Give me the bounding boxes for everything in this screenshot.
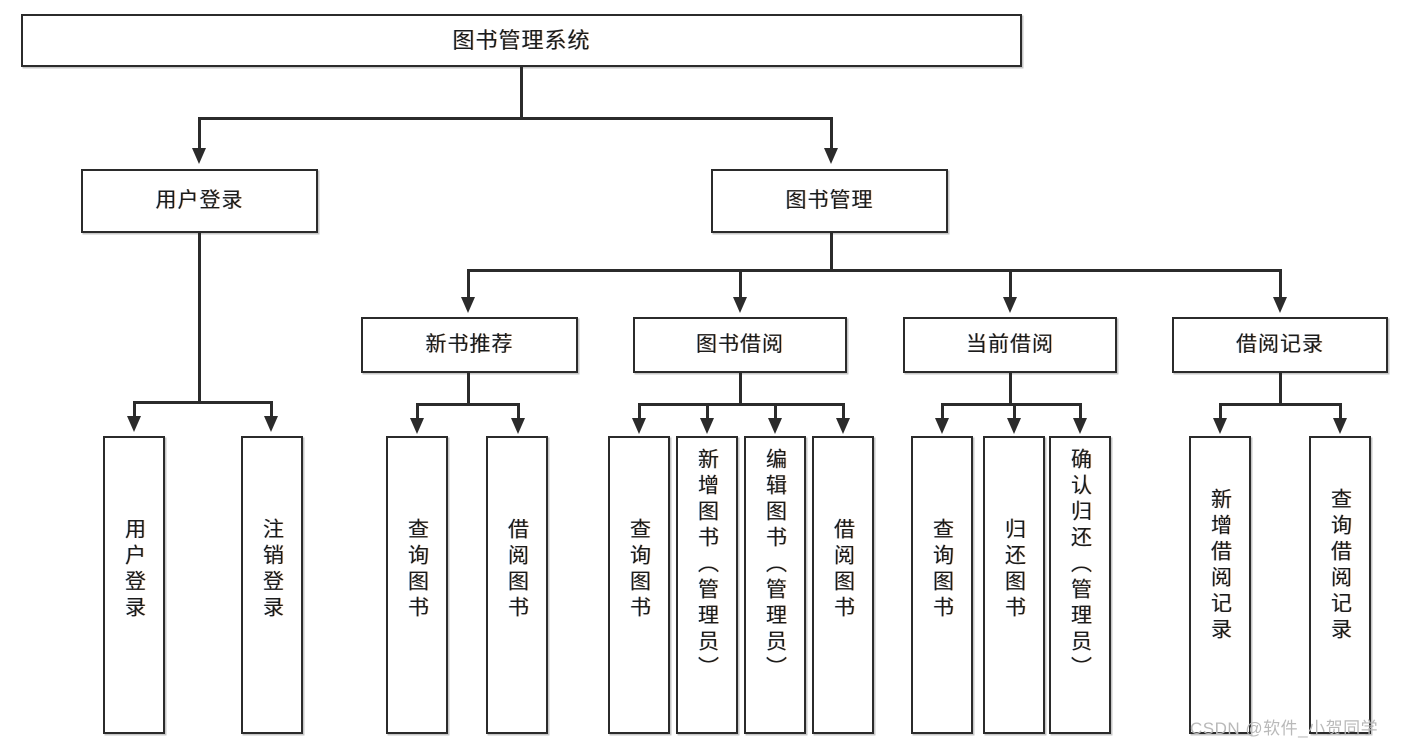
node-leaf-confirm-return-admin[interactable]: 确认归还（管理员）	[1049, 436, 1111, 734]
node-label: 图书管理系统	[452, 27, 591, 53]
node-leaf-add-borrow-record[interactable]: 新增借阅记录	[1189, 436, 1251, 734]
connector-book-borrow-to-edit	[774, 403, 777, 422]
node-label: 查询图书	[930, 518, 954, 622]
arrow-root-to-book-mgmt	[824, 148, 838, 164]
connector-current-to-return	[1013, 403, 1016, 422]
node-root-system[interactable]: 图书管理系统	[21, 14, 1022, 67]
connector-new-book-bus	[416, 403, 519, 406]
node-label: 借阅图书	[831, 518, 855, 622]
node-borrow-record[interactable]: 借阅记录	[1172, 317, 1388, 373]
node-new-book-recommend[interactable]: 新书推荐	[361, 317, 578, 373]
node-leaf-return-book[interactable]: 归还图书	[983, 436, 1045, 734]
connector-current-to-query	[941, 403, 944, 422]
connector-book-borrow-bus	[638, 403, 843, 406]
node-current-borrow[interactable]: 当前借阅	[903, 317, 1117, 373]
node-book-management[interactable]: 图书管理	[711, 169, 948, 233]
arrow-current-to-confirm	[1073, 418, 1087, 434]
connector-book-mgmt-stem	[830, 233, 833, 271]
connector-book-borrow-stem	[739, 373, 742, 405]
node-leaf-query-borrow-record[interactable]: 查询借阅记录	[1309, 436, 1371, 734]
connector-new-book-to-query	[416, 403, 419, 422]
arrow-book-borrow-to-query	[632, 418, 646, 434]
node-label: 图书管理	[785, 188, 874, 212]
node-label: 查询借阅记录	[1328, 488, 1352, 644]
connector-root-to-user-login	[198, 117, 201, 153]
node-label: 用户登录	[122, 518, 146, 622]
connector-book-mgmt-to-borrow	[739, 269, 742, 301]
connector-root-stem	[520, 67, 523, 118]
node-leaf-borrow-book-recommend[interactable]: 借阅图书	[486, 436, 548, 734]
connector-book-mgmt-to-new-book	[467, 269, 470, 301]
node-leaf-add-book-admin[interactable]: 新增图书（管理员）	[676, 436, 738, 734]
arrow-user-login-to-logout	[264, 416, 278, 432]
node-user-login[interactable]: 用户登录	[81, 169, 318, 233]
connector-user-login-to-login	[133, 401, 136, 420]
arrow-book-borrow-to-lend	[836, 418, 850, 434]
arrow-record-to-query	[1333, 418, 1347, 434]
connector-book-borrow-to-query	[638, 403, 641, 422]
node-label: 注销登录	[260, 518, 284, 622]
node-leaf-query-book-recommend[interactable]: 查询图书	[386, 436, 448, 734]
connector-user-login-bus	[133, 401, 270, 404]
connector-current-borrow-bus	[941, 403, 1080, 406]
connector-current-to-confirm	[1079, 403, 1082, 422]
connector-current-borrow-stem	[1009, 373, 1012, 405]
connector-book-mgmt-to-current	[1009, 269, 1012, 301]
arrow-new-book-to-borrow	[511, 418, 525, 434]
arrow-book-mgmt-to-new-book	[461, 297, 475, 313]
connector-book-borrow-to-add	[706, 403, 709, 422]
node-label: 用户登录	[155, 188, 244, 212]
arrow-book-borrow-to-edit	[768, 418, 782, 434]
node-leaf-edit-book-admin[interactable]: 编辑图书（管理员）	[744, 436, 806, 734]
node-label: 当前借阅	[966, 332, 1054, 356]
connector-borrow-record-stem	[1279, 373, 1282, 405]
arrow-record-to-add	[1213, 418, 1227, 434]
node-label: 归还图书	[1002, 518, 1026, 622]
connector-book-borrow-to-lend	[842, 403, 845, 422]
connector-user-login-to-logout	[270, 401, 273, 420]
connector-record-to-add	[1219, 403, 1222, 422]
node-label: 查询图书	[627, 518, 651, 622]
node-label: 借阅记录	[1236, 332, 1324, 356]
node-label: 新增图书（管理员）	[695, 448, 719, 682]
arrow-root-to-user-login	[192, 148, 206, 164]
arrow-book-mgmt-to-borrow	[733, 297, 747, 313]
csdn-watermark: CSDN @软件_小贺同学	[1190, 719, 1379, 738]
connector-root-to-book-mgmt	[830, 117, 833, 153]
node-label: 确认归还（管理员）	[1068, 448, 1092, 682]
node-label: 新增借阅记录	[1208, 488, 1232, 644]
node-label: 新书推荐	[425, 332, 514, 356]
arrow-current-to-return	[1007, 418, 1021, 434]
connector-book-mgmt-to-record	[1279, 269, 1282, 301]
connector-user-login-stem	[198, 233, 201, 403]
connector-borrow-record-bus	[1219, 403, 1340, 406]
connector-root-bus	[198, 117, 832, 120]
node-label: 编辑图书（管理员）	[763, 448, 787, 682]
node-book-borrow[interactable]: 图书借阅	[633, 317, 847, 373]
connector-record-to-query	[1339, 403, 1342, 422]
arrow-book-mgmt-to-record	[1273, 297, 1287, 313]
node-leaf-query-book-current[interactable]: 查询图书	[911, 436, 973, 734]
arrow-book-mgmt-to-current	[1003, 297, 1017, 313]
node-label: 图书借阅	[696, 332, 784, 356]
connector-new-book-to-borrow	[517, 403, 520, 422]
arrow-current-to-query	[935, 418, 949, 434]
node-leaf-query-book[interactable]: 查询图书	[608, 436, 670, 734]
node-leaf-user-login[interactable]: 用户登录	[103, 436, 165, 734]
connector-new-book-stem	[467, 373, 470, 405]
connector-book-mgmt-bus	[467, 269, 1281, 272]
node-leaf-lend-book[interactable]: 借阅图书	[812, 436, 874, 734]
node-label: 借阅图书	[505, 518, 529, 622]
arrow-user-login-to-login	[127, 416, 141, 432]
arrow-book-borrow-to-add	[700, 418, 714, 434]
node-leaf-user-logout[interactable]: 注销登录	[241, 436, 303, 734]
node-label: 查询图书	[405, 518, 429, 622]
arrow-new-book-to-query	[410, 418, 424, 434]
